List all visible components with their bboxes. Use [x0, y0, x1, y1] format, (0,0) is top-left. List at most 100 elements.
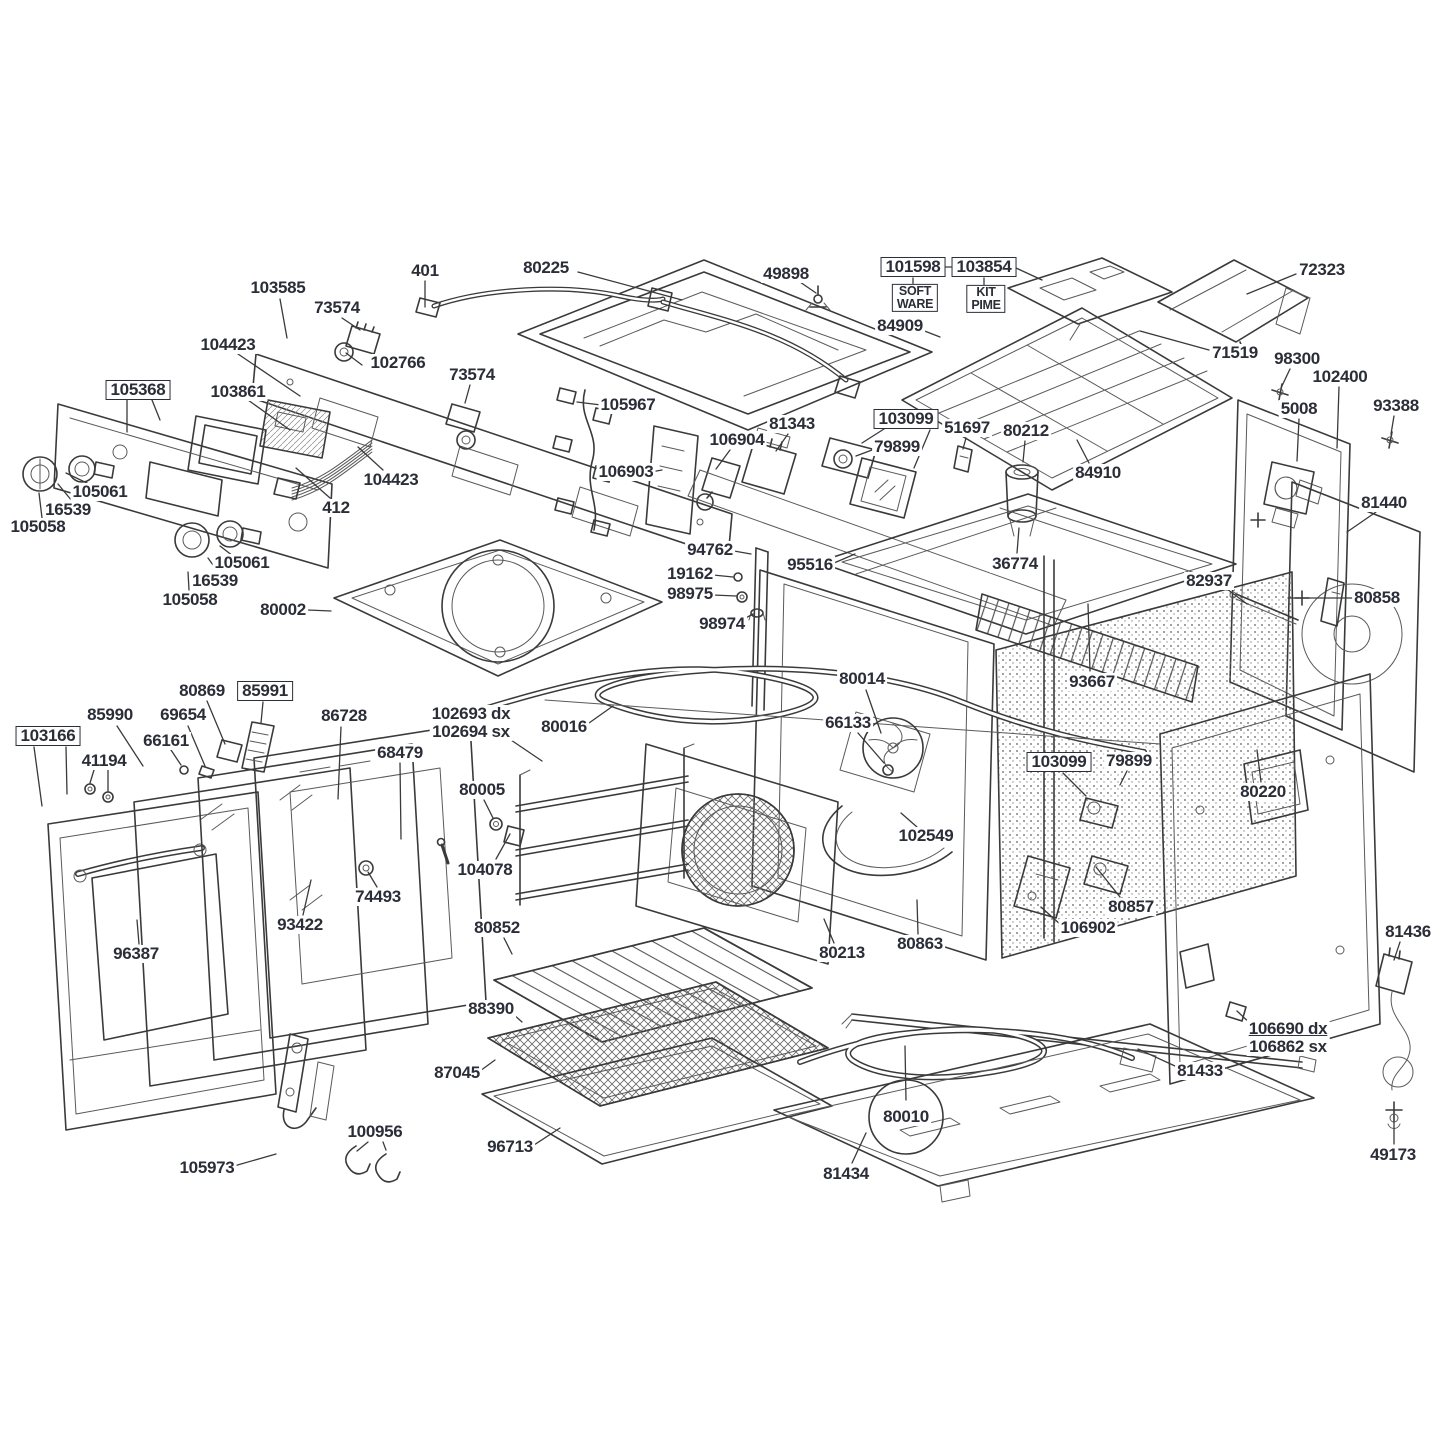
component-106904 — [696, 457, 741, 511]
top-cover-panel — [517, 259, 933, 431]
hinge-springs-100956 — [344, 1145, 401, 1183]
cavity-front-frame — [751, 569, 995, 961]
leader-line-100956 — [382, 1141, 387, 1151]
leader-line-102400 — [1336, 386, 1340, 449]
leader-line-81440 — [1346, 511, 1377, 533]
leader-line-412 — [295, 467, 331, 499]
knob-set-upper — [22, 455, 115, 492]
leader-line-73574 — [341, 317, 361, 331]
leader-line-103861 — [247, 399, 291, 431]
screw-98300 — [1271, 383, 1289, 401]
leader-line-106904 — [715, 449, 731, 470]
leader-line-103099 — [861, 428, 885, 444]
display-pcb-103861 — [259, 399, 331, 459]
highlight-circle-80010 — [868, 1079, 944, 1155]
leader-line-93388 — [1390, 415, 1395, 435]
leader-line-96713 — [533, 1127, 561, 1146]
side-fan-panel-80858 — [1285, 481, 1421, 773]
leader-line-100956 — [356, 1141, 369, 1152]
leader-line-49898 — [799, 281, 817, 294]
leader-line-102549 — [900, 812, 918, 828]
leader-line-80002 — [307, 609, 332, 612]
base-tray-81434 — [773, 1023, 1315, 1203]
leader-line-102766 — [345, 352, 363, 366]
leader-line-84910 — [1076, 439, 1090, 464]
leader-line-104423 — [237, 353, 301, 397]
leader-line-95516 — [833, 553, 856, 564]
fan-blade-80014 — [839, 711, 931, 793]
vertical-rail — [1043, 555, 1055, 943]
top-plate-80002 — [333, 539, 663, 677]
leader-line-71519 — [1139, 330, 1210, 351]
display-frame — [187, 415, 267, 485]
leader-line-104078 — [495, 833, 511, 860]
thermostat-103099-side — [1079, 797, 1119, 829]
vent-grille-85991 — [241, 721, 275, 773]
leader-line-85991 — [260, 701, 264, 724]
ignition-device-81436 — [1375, 947, 1414, 1091]
leader-line-66161 — [170, 749, 182, 766]
wiring-harness-105967 — [552, 387, 613, 537]
leader-line-103099 — [1062, 772, 1087, 797]
control-front-panel — [53, 403, 333, 569]
screw-93388 — [1381, 431, 1399, 449]
leader-line-72323 — [1246, 273, 1297, 295]
leader-line-81434 — [851, 1132, 867, 1164]
leader-line-87045 — [479, 1059, 496, 1072]
back-fan-panel-80213 — [635, 743, 839, 965]
leader-line-102693-dx — [504, 735, 543, 762]
door-glass-93422 — [133, 767, 367, 1087]
leader-line-80220 — [1256, 749, 1262, 783]
leader-line-94762 — [733, 550, 752, 555]
cavity-top-frame-95516 — [817, 493, 1237, 635]
bottom-heating-element — [797, 1026, 1157, 1081]
clip-51697 — [953, 445, 973, 473]
leader-line-41194 — [89, 769, 95, 784]
small-parts-left — [84, 739, 243, 803]
leader-line-80010 — [904, 1045, 907, 1101]
leader-line-79899 — [855, 449, 873, 457]
knob-set-lower — [174, 520, 262, 558]
leader-line-16539 — [207, 557, 219, 573]
leader-line-80213 — [823, 918, 835, 944]
leader-line-106902 — [1040, 906, 1062, 926]
component-81343 — [741, 427, 797, 495]
leader-line-80225 — [577, 271, 683, 301]
leader-line-84909 — [921, 329, 941, 338]
leader-line-88390 — [512, 1013, 523, 1023]
leader-line-103585 — [279, 298, 288, 339]
leader-line-80005 — [483, 799, 494, 819]
leader-line-81343 — [775, 433, 789, 452]
leader-line-103854 — [1015, 267, 1043, 281]
corrugated-heatshield-93667 — [975, 593, 1199, 703]
leader-line-79899 — [1119, 770, 1128, 786]
leader-line-51697 — [962, 437, 967, 450]
inner-door-frame-85990 — [253, 723, 487, 1039]
leader-line-105058 — [38, 492, 43, 519]
leader-line-105973 — [233, 1153, 277, 1167]
small-fasteners-19162-98975-98974 — [733, 572, 766, 621]
leader-line-80212 — [1022, 440, 1026, 463]
outer-door-96387 — [47, 791, 277, 1131]
leader-line-93667 — [1087, 603, 1091, 672]
vent-chimney-36774 — [1005, 464, 1039, 537]
bracket-106903 — [645, 425, 699, 535]
leader-line-68479 — [399, 762, 402, 840]
leader-line-80852 — [503, 937, 513, 955]
screw-49898 — [805, 285, 831, 311]
leader-line-98300 — [1280, 368, 1291, 389]
leader-line-73574 — [464, 384, 471, 404]
leader-line-104423 — [357, 446, 384, 471]
leader-line-96387 — [136, 919, 140, 945]
leader-line-80016 — [588, 705, 614, 724]
leader-line-103166 — [65, 746, 68, 795]
ribbon-cable-412 — [273, 439, 373, 501]
door-hinge-105973 — [277, 1033, 335, 1130]
leader-line-80869 — [206, 700, 226, 745]
leader-line-80014 — [865, 689, 882, 734]
wiring-harness-401 — [415, 286, 861, 399]
leader-line-98974 — [741, 613, 754, 621]
leader-line-103166 — [33, 746, 43, 807]
